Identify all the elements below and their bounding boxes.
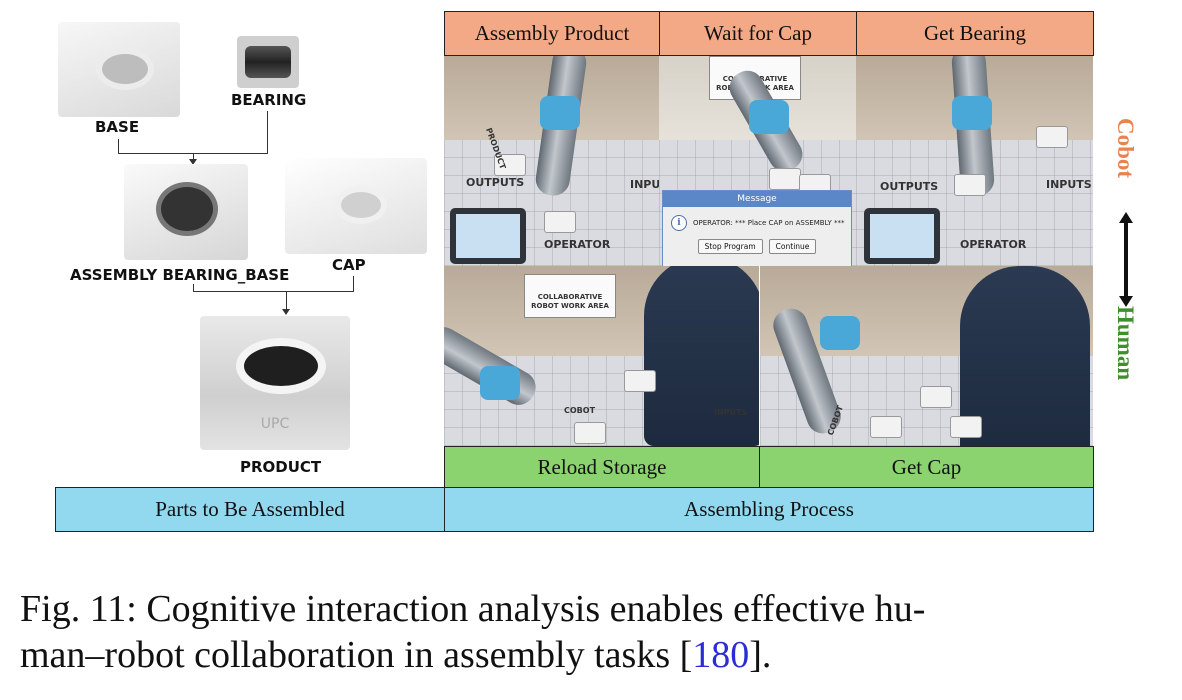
step-get-bearing: Get Bearing — [856, 11, 1094, 56]
step-reload-storage: Reload Storage — [444, 446, 760, 488]
dialog-title: Message — [663, 191, 851, 207]
bearing-label: BEARING — [231, 91, 307, 109]
arrow-down-icon — [282, 309, 290, 315]
scene-inputs-text: INPUTS — [630, 178, 660, 191]
scene-inputs-text: INPUTS — [714, 408, 748, 417]
citation-link[interactable]: 180 — [692, 634, 750, 676]
photo-get-cap: COBOT — [760, 266, 1094, 446]
scene-sign: COLLABORATIVE ROBOT WORK AREA — [524, 274, 616, 318]
photo-reload-storage: COLLABORATIVE ROBOT WORK AREA COBOT INPU… — [444, 266, 760, 446]
message-dialog: Message i OPERATOR: *** Place CAP on ASS… — [662, 190, 852, 268]
stop-program-button[interactable]: Stop Program — [697, 239, 763, 254]
figure: BASE BEARING ASSEMBLY BEARING_BASE CAP U… — [55, 11, 1138, 532]
base-image — [58, 22, 180, 117]
figure-caption: Fig. 11: Cognitive interaction analysis … — [20, 586, 1170, 678]
footer-parts-to-be-assembled: Parts to Be Assembled — [55, 487, 445, 532]
footer-assembling-process: Assembling Process — [444, 487, 1094, 532]
step-assembly-product: Assembly Product — [444, 11, 660, 56]
step-get-cap: Get Cap — [759, 446, 1094, 488]
bearing-image — [237, 36, 299, 88]
product-image: UPC — [200, 316, 350, 450]
scene-outputs-text: OUTPUTS — [466, 176, 525, 189]
cap-image — [285, 158, 427, 254]
product-stamp: UPC — [260, 416, 290, 432]
scene-cobot-text: COBOT — [564, 406, 596, 415]
scene-operator-text: OPERATOR — [960, 238, 1027, 251]
assembly-label: ASSEMBLY BEARING_BASE — [70, 266, 290, 284]
cap-label: CAP — [332, 256, 366, 274]
continue-button[interactable]: Continue — [768, 239, 817, 254]
scene-inputs-text: INPUTS — [1046, 178, 1092, 191]
dialog-text: OPERATOR: *** Place CAP on ASSEMBLY *** — [693, 219, 845, 227]
cobot-label: Cobot — [1113, 118, 1138, 179]
scene-operator-text: OPERATOR — [544, 238, 611, 251]
step-wait-for-cap: Wait for Cap — [659, 11, 857, 56]
assembly-image — [124, 164, 248, 260]
caption-text: Fig. 11: Cognitive interaction analysis … — [20, 588, 926, 676]
scene-outputs-text: OUTPUTS — [880, 180, 939, 193]
base-label: BASE — [95, 118, 140, 136]
photo-get-bearing: OUTPUTS INPUTS OPERATOR — [856, 56, 1094, 266]
double-arrow-icon — [1119, 212, 1133, 307]
info-icon: i — [671, 215, 687, 231]
product-label: PRODUCT — [240, 458, 322, 476]
photo-assembly-product: PRODUCT OUTPUTS INPUTS OPERATOR — [444, 56, 660, 266]
caption-end: ]. — [749, 634, 772, 676]
arrow-down-icon — [189, 159, 197, 165]
human-label: Human — [1113, 306, 1138, 381]
